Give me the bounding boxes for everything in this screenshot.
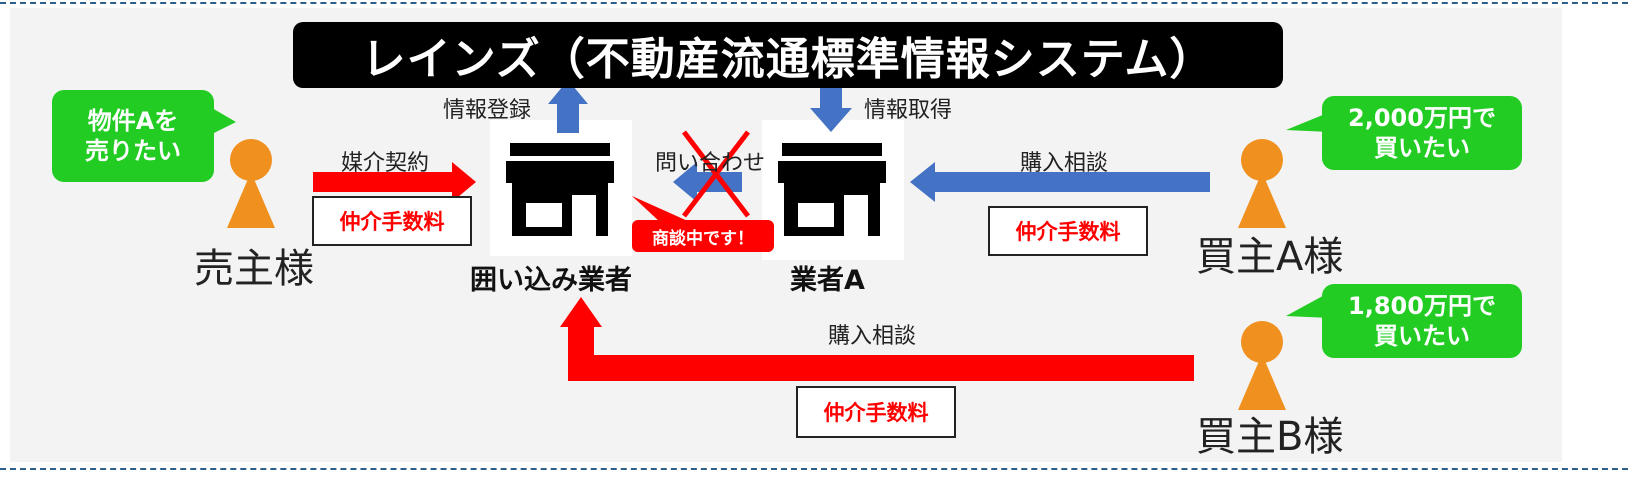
status-badge-tail <box>632 196 690 222</box>
seller-bubble-line2: 売りたい <box>85 137 181 165</box>
buyer-b-bubble-tail <box>1286 292 1330 318</box>
reins-banner: レインズ（不動産流通標準情報システム） <box>293 22 1283 88</box>
buyer-a-bubble-line1: 2,000万円で <box>1348 104 1496 132</box>
purchase-consult-b-label: 購入相談 <box>828 324 917 349</box>
purchase-consult-b-arrow <box>560 297 1194 381</box>
seller-bubble-line1: 物件Aを <box>87 107 179 135</box>
buyer-b-speech-bubble: 1,800万円で 買いたい <box>1322 284 1522 358</box>
seller-label: 売主様 <box>194 246 314 292</box>
buyer-b-bubble-line1: 1,800万円で <box>1348 292 1496 320</box>
buyer-b-person-icon <box>1238 321 1286 410</box>
buyer-b-label: 買主B様 <box>1196 414 1344 460</box>
blocked-cross-icon <box>682 130 750 218</box>
agent-a-label: 業者A <box>790 265 865 296</box>
buyer-a-bubble-tail <box>1286 112 1330 132</box>
buyer-a-speech-bubble: 2,000万円で 買いたい <box>1322 96 1522 170</box>
agent-a-shop-icon <box>778 143 886 236</box>
info-acquisition-label: 情報取得 <box>864 98 953 123</box>
purchase-consult-a-label: 購入相談 <box>1020 151 1109 176</box>
negotiating-status-badge: 商談中です！ <box>632 220 774 252</box>
seller-fee-box: 仲介手数料 <box>312 196 472 246</box>
buyer-b-fee-box: 仲介手数料 <box>796 386 956 438</box>
brokerage-contract-label: 媒介契約 <box>341 151 430 176</box>
brokerage-contract-arrow <box>313 162 476 202</box>
buyer-a-fee-box: 仲介手数料 <box>988 206 1148 256</box>
enclosing-agent-shop-icon <box>506 143 614 236</box>
purchase-consult-a-arrow <box>910 162 1210 202</box>
info-registration-label: 情報登録 <box>443 98 532 123</box>
top-dashed-divider <box>0 2 1628 4</box>
info-registration-arrow <box>548 80 588 133</box>
enclosing-agent-label: 囲い込み業者 <box>470 265 632 296</box>
seller-person-icon <box>227 139 275 228</box>
buyer-a-label: 買主A様 <box>1196 234 1344 280</box>
bottom-dashed-divider <box>0 468 1628 470</box>
seller-bubble-tail <box>212 108 236 134</box>
buyer-b-bubble-line2: 買いたい <box>1374 322 1470 350</box>
inquiry-label: 問い合わせ <box>655 151 766 176</box>
seller-speech-bubble: 物件Aを 売りたい <box>52 90 214 182</box>
buyer-a-bubble-line2: 買いたい <box>1374 134 1470 162</box>
buyer-a-person-icon <box>1238 139 1286 228</box>
